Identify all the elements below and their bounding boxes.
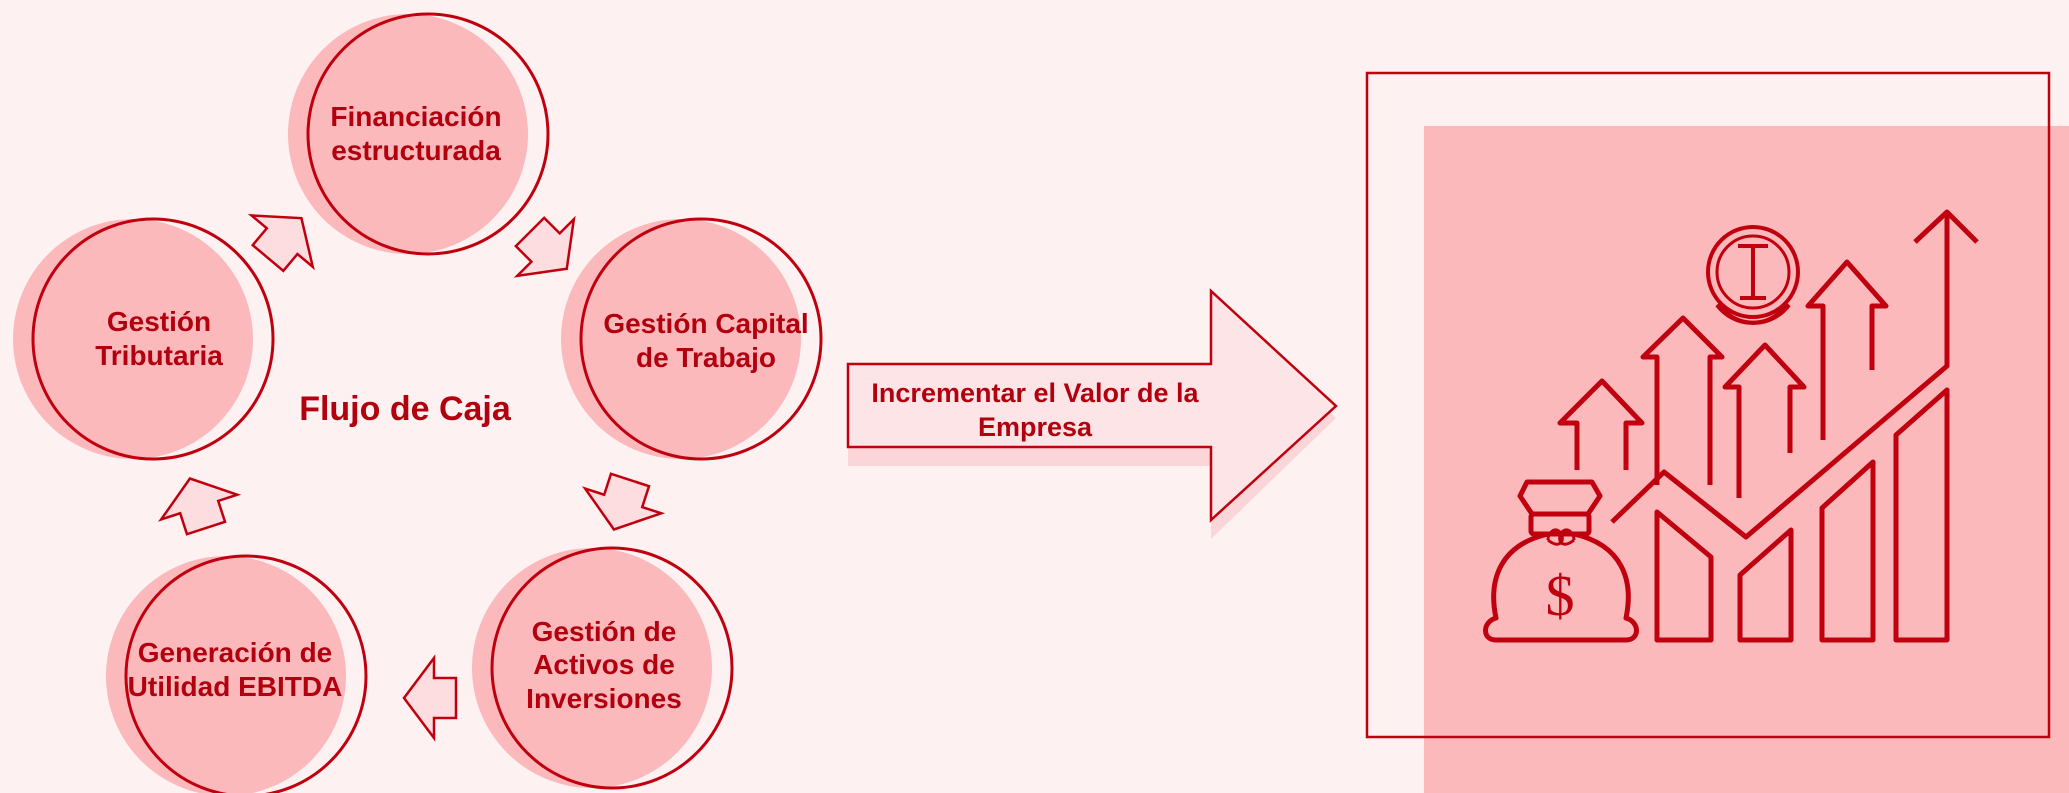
node-tributaria-circle (13, 217, 275, 461)
node-financiacion-label: Financiación estructurada (330, 101, 502, 166)
node-financiacion-circle (288, 12, 550, 256)
growth-chart-icon (1557, 209, 1979, 643)
cycle-arrow-1 (513, 215, 576, 278)
money-bag-icon (1483, 479, 1639, 643)
node-ebitda-circle (106, 554, 368, 793)
node-tributaria-label: Gestión Tributaria (95, 306, 223, 371)
currency-symbol: $ (1546, 563, 1575, 628)
center-label: Flujo de Caja (299, 389, 511, 428)
node-activos-label: Gestión de Activos de Inversiones (526, 615, 682, 714)
cycle-arrow-3 (402, 654, 458, 742)
illustration-panel (1365, 71, 2069, 793)
node-ebitda-label: Generación de Utilidad EBITDA (127, 637, 343, 702)
cycle-arrow-5 (247, 213, 315, 273)
node-capital-circle (561, 217, 823, 461)
node-capital-label: Gestión Capital de Trabajo (603, 308, 809, 373)
result-arrow-label: Incrementar el Valor de la Empresa (871, 378, 1199, 442)
cycle-arrow-4 (157, 477, 242, 536)
node-activos-circle (472, 546, 734, 790)
cycle-arrow-2 (581, 472, 666, 531)
result-arrow (846, 288, 1338, 539)
coin-icon (1706, 225, 1800, 325)
